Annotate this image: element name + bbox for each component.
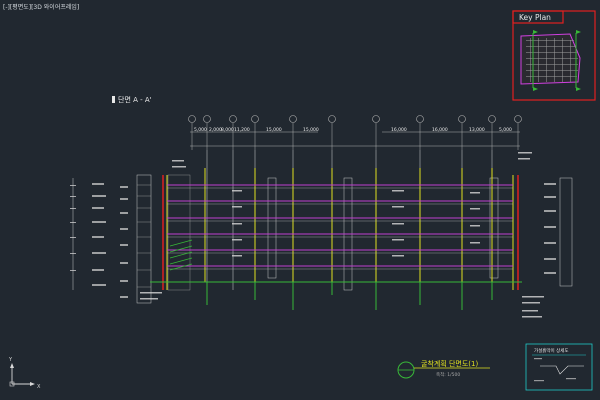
detail-box-title: 가설흙막이 상세도 — [534, 347, 569, 354]
dim-right-2: 16,000 — [432, 127, 448, 133]
dim-left-3: 8,000 — [221, 127, 234, 133]
ucs-x-label: X — [37, 384, 41, 390]
grid-bubbles — [188, 115, 522, 123]
right-soil-annotations — [544, 183, 556, 274]
dim-right-3: 13,000 — [469, 127, 485, 133]
ucs-icon: X Y — [8, 357, 41, 390]
ucs-y-label: Y — [8, 357, 13, 363]
strut-posts — [204, 168, 493, 282]
dim-left-1: 5,000 — [194, 127, 207, 133]
dim-right-1: 16,000 — [391, 127, 407, 133]
detail-profile — [540, 365, 584, 375]
dim-left-6: 15,000 — [303, 127, 319, 133]
dim-left-2: 2,000 — [209, 127, 222, 133]
section-title-text: 단면 A - A' — [118, 96, 152, 104]
key-plan-arrow-c-icon — [576, 30, 581, 34]
strut-annotations — [140, 152, 544, 318]
section-marker-icon — [112, 96, 115, 103]
dim-right-4: 5,000 — [499, 127, 512, 133]
floor-piles — [206, 282, 493, 310]
key-plan-arrow-d-icon — [576, 87, 581, 91]
dim-left-4: 11,200 — [234, 127, 250, 133]
key-plan: Key Plan — [512, 10, 596, 101]
excavation-section — [70, 150, 573, 318]
key-plan-arrow-a-icon — [533, 30, 538, 34]
key-plan-title-box — [512, 10, 564, 24]
key-plan-grid-dots — [526, 38, 578, 82]
drawing-scale: 축척: 1/500 — [436, 371, 460, 378]
detail-box: 가설흙막이 상세도 — [525, 343, 593, 391]
viewport-controls-label[interactable]: [-][평면도][3D 와이어프레임] — [3, 4, 80, 11]
section-title: 단면 A - A' — [112, 95, 152, 105]
right-boring-log — [559, 177, 573, 287]
left-soil-annotations — [92, 183, 128, 298]
key-plan-title: Key Plan — [519, 13, 551, 22]
dim-left-5: 15,000 — [266, 127, 282, 133]
ground-anchors — [169, 239, 193, 271]
detail-box-frame — [525, 343, 593, 391]
strut-levels — [167, 184, 513, 267]
key-plan-arrow-b-icon — [533, 87, 538, 91]
top-dimension-chain: 5,000 2,000 8,000 11,200 15,000 15,000 1… — [188, 115, 522, 150]
left-boring-log — [136, 174, 152, 304]
drawing-title-block: 굴착계획 단면도(1) 축척: 1/500 — [397, 359, 490, 379]
drawing-title: 굴착계획 단면도(1) — [421, 359, 478, 368]
